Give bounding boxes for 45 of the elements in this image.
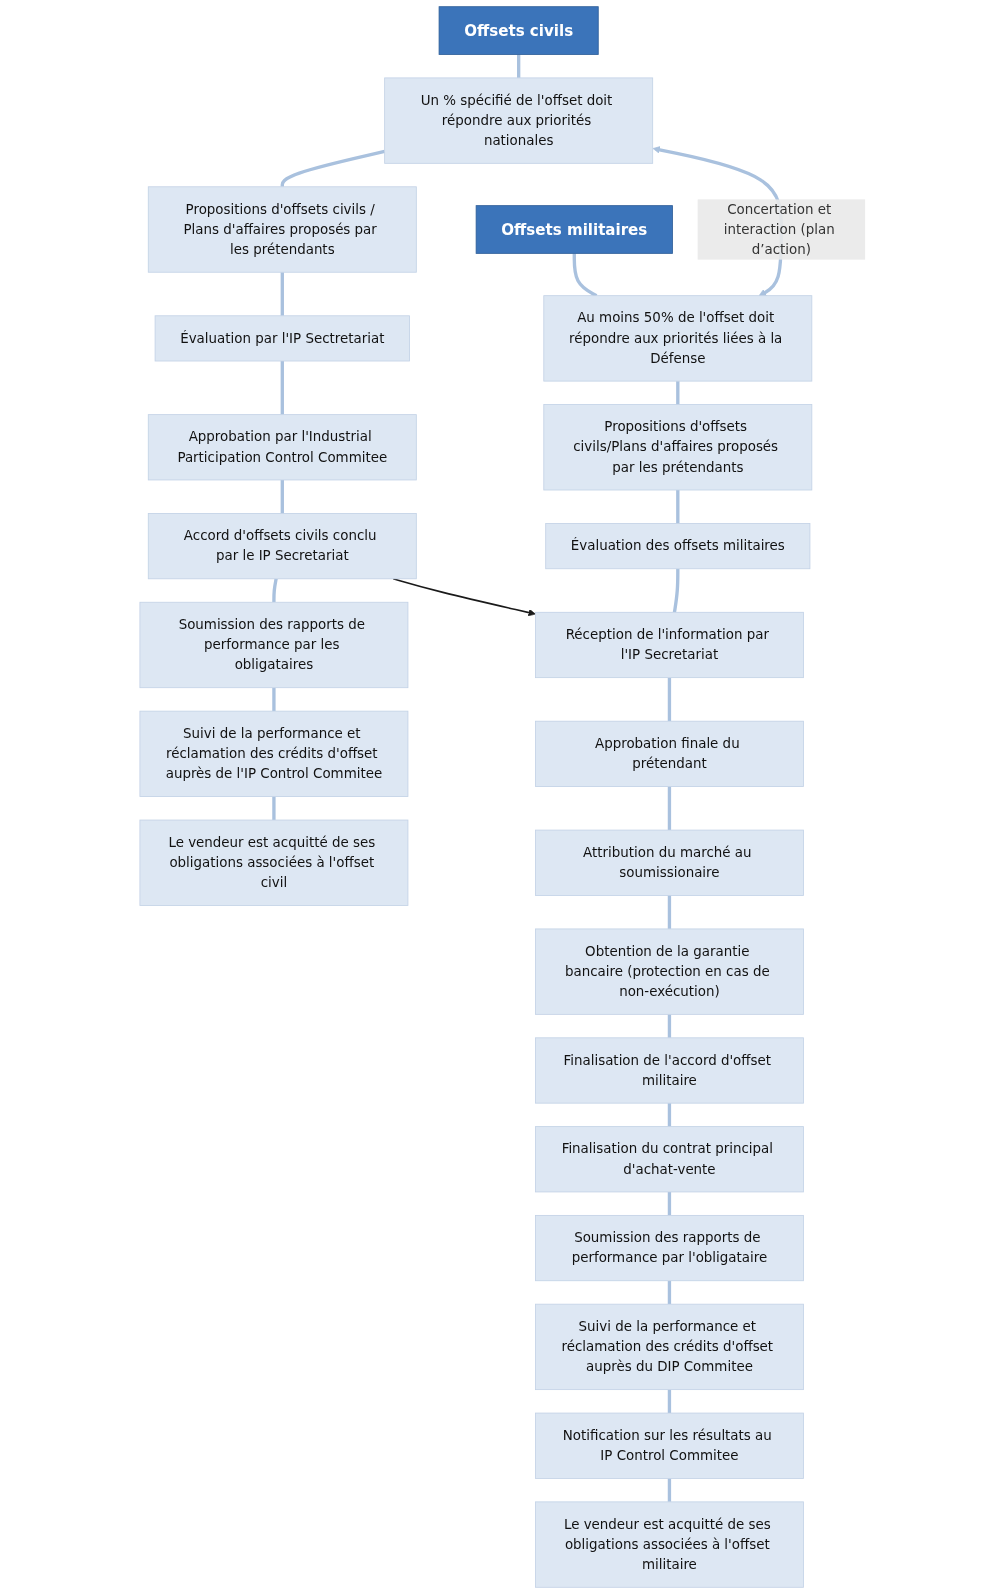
node-box: Le vendeur est acquitté de ses obligations associées à l'offset militaire — [535, 1501, 804, 1588]
node-box: Approbation finale du prétendant — [535, 720, 804, 787]
edge-label: Concertation et interaction (plan d’action) — [723, 201, 835, 258]
connector — [280, 361, 284, 415]
node-box: Un % spécifié de l'offset doit répondre aux priorités nationales — [384, 77, 654, 164]
connector — [667, 677, 672, 722]
node-box: Le vendeur est acquitté de ses obligations associées à l'offset civil — [139, 819, 409, 906]
node-box: Suivi de la performance et réclamation des crédits d'offset auprès de l'IP Control Commitee — [139, 710, 409, 797]
connector — [667, 1014, 672, 1038]
node-box: Au moins 50% de l'offset doit répondre aux priorités liées à la Défense — [543, 295, 813, 382]
node-box: Propositions d'offsets civils/Plans d'affaires proposés par les prétendants — [543, 404, 813, 491]
node-box: Évaluation par l'IP Sectretariat — [154, 315, 410, 362]
node-box: Approbation par l'Industrial Participation Control Commitee — [147, 414, 417, 481]
connector — [667, 1280, 672, 1305]
node-box: Notification sur les résultats au IP Control Commitee — [535, 1412, 804, 1479]
node-box: Évaluation des offsets militaires — [545, 523, 811, 570]
connector — [676, 490, 680, 524]
connector — [272, 687, 276, 712]
node-box: Soumission des rapports de performance par les obligataires — [139, 601, 409, 689]
node-box: Offsets militaires — [475, 205, 673, 254]
node-box: Finalisation du contrat principal d'achat-vente — [535, 1126, 804, 1193]
connector — [272, 578, 278, 603]
connector — [272, 796, 276, 821]
node-box: Soumission des rapports de performance par l'obligataire — [535, 1214, 804, 1282]
node-box: Accord d'offsets civils conclu par le IP Secretariat — [147, 513, 417, 580]
connector — [667, 1389, 672, 1414]
connector — [280, 479, 284, 514]
connector — [280, 272, 284, 316]
node-box: Obtention de la garantie bancaire (protection en cas de non-exécution) — [535, 928, 804, 1015]
connector — [672, 568, 680, 613]
node-box: Propositions d'offsets civils / Plans d'affaires proposés par les prétendants — [147, 186, 417, 273]
node-box: Réception de l'information par l'IP Secretariat — [535, 611, 804, 679]
connector — [517, 54, 521, 78]
arrow — [392, 577, 536, 617]
connector — [667, 1103, 672, 1127]
connector — [667, 1478, 672, 1502]
node-box: Finalisation de l'accord d'offset militaire — [535, 1037, 804, 1104]
node-box: Attribution du marché au soumissionaire — [535, 829, 804, 896]
connector — [667, 786, 672, 831]
node-box: Suivi de la performance et réclamation des crédits d'offset auprès du DIP Commitee — [535, 1303, 804, 1391]
connector — [676, 381, 680, 405]
connector — [280, 149, 385, 187]
connector — [667, 895, 672, 929]
connector — [667, 1191, 672, 1216]
node-box: Offsets civils — [438, 6, 599, 55]
